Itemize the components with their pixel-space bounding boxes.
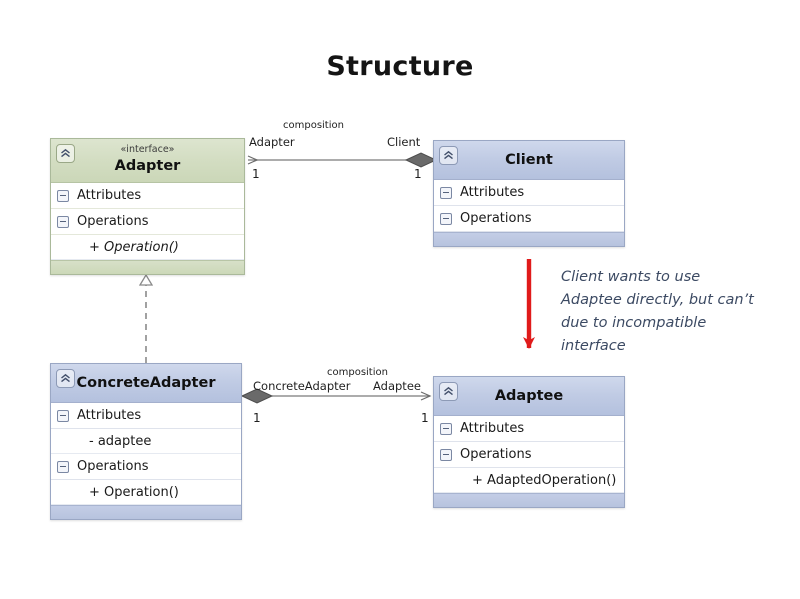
concreteadapter-operations-section[interactable]: Operations [51, 454, 241, 480]
minus-square-icon[interactable] [440, 213, 452, 225]
chevron-up-icon[interactable] [56, 144, 75, 163]
top-relation-type-label: composition [283, 120, 344, 131]
section-label: Operations [460, 211, 532, 226]
adapter-stereotype: «interface» [120, 144, 175, 155]
chevron-up-icon[interactable] [439, 382, 458, 401]
adapter-attributes-section[interactable]: Attributes [51, 183, 244, 209]
annotation-line-4: interface [561, 338, 626, 354]
annotation-line-1: Client wants to use [561, 269, 701, 285]
class-box-concreteadapter[interactable]: ConcreteAdapter Attributes - adaptee Ope… [50, 363, 242, 520]
adapter-operations-section[interactable]: Operations [51, 209, 244, 235]
minus-square-icon[interactable] [57, 410, 69, 422]
concreteadapter-class-name: ConcreteAdapter [76, 375, 216, 391]
class-box-adaptee[interactable]: Adaptee Attributes Operations + AdaptedO… [433, 376, 625, 508]
section-label: Attributes [77, 188, 142, 203]
section-label: Attributes [77, 408, 142, 423]
class-box-client[interactable]: Client Attributes Operations [433, 140, 625, 247]
adaptee-operation-member: + AdaptedOperation() [434, 468, 624, 493]
bottom-relation-target-multiplicity: 1 [421, 411, 429, 425]
concreteadapter-footer [51, 505, 241, 519]
section-label: Attributes [460, 421, 525, 436]
relation-client-adapter [248, 152, 438, 168]
client-header: Client [434, 141, 624, 180]
concreteadapter-attribute-member: - adaptee [51, 429, 241, 454]
chevron-up-icon[interactable] [56, 369, 75, 388]
page-title: Structure [326, 51, 474, 82]
minus-square-icon[interactable] [440, 449, 452, 461]
bottom-relation-source-role: ConcreteAdapter [253, 379, 351, 393]
client-footer [434, 232, 624, 246]
minus-square-icon[interactable] [57, 190, 69, 202]
top-relation-source-multiplicity: 1 [414, 167, 422, 181]
minus-square-icon[interactable] [440, 423, 452, 435]
minus-square-icon[interactable] [57, 461, 69, 473]
bottom-relation-source-multiplicity: 1 [253, 411, 261, 425]
concreteadapter-attributes-section[interactable]: Attributes [51, 403, 241, 429]
client-operations-section[interactable]: Operations [434, 206, 624, 232]
top-relation-target-role: Adapter [249, 135, 295, 149]
bottom-relation-target-role: Adaptee [373, 379, 421, 393]
concreteadapter-header: ConcreteAdapter [51, 364, 241, 403]
adaptee-footer [434, 493, 624, 507]
adaptee-attributes-section[interactable]: Attributes [434, 416, 624, 442]
minus-square-icon[interactable] [57, 216, 69, 228]
adapter-header: «interface» Adapter [51, 139, 244, 183]
section-label: Attributes [460, 185, 525, 200]
annotation-line-3: due to incompatible [561, 315, 707, 331]
section-label: Operations [460, 447, 532, 462]
client-class-name: Client [505, 152, 553, 168]
adapter-class-name: Adapter [114, 158, 181, 174]
section-label: Operations [77, 459, 149, 474]
bottom-relation-type-label: composition [327, 367, 388, 378]
adapter-operation-member: + Operation() [51, 235, 244, 260]
annotation-text: Client wants to use Adaptee directly, bu… [561, 266, 791, 358]
adaptee-operations-section[interactable]: Operations [434, 442, 624, 468]
client-attributes-section[interactable]: Attributes [434, 180, 624, 206]
adapter-footer [51, 260, 244, 274]
concreteadapter-operation-member: + Operation() [51, 480, 241, 505]
annotation-line-2: Adaptee directly, but can’t [561, 292, 754, 308]
top-relation-source-role: Client [387, 135, 421, 149]
adaptee-header: Adaptee [434, 377, 624, 416]
adaptee-class-name: Adaptee [494, 388, 564, 404]
top-relation-target-multiplicity: 1 [252, 167, 260, 181]
minus-square-icon[interactable] [440, 187, 452, 199]
class-box-adapter[interactable]: «interface» Adapter Attributes Operation… [50, 138, 245, 275]
section-label: Operations [77, 214, 149, 229]
chevron-up-icon[interactable] [439, 146, 458, 165]
